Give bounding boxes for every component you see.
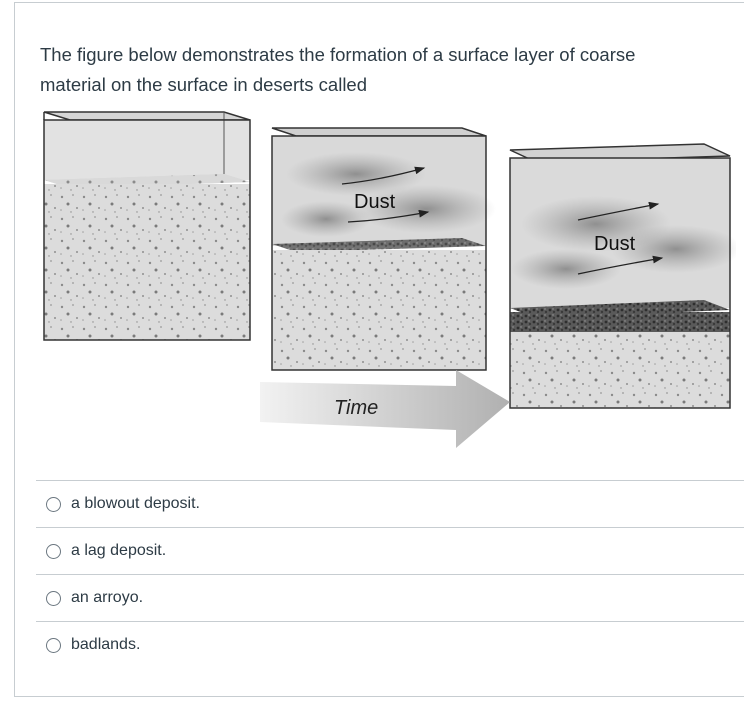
question-text: The figure below demonstrates the format… [40, 44, 636, 95]
answer-label-3: an arroyo. [71, 589, 144, 606]
panel-final: Dust [509, 143, 736, 409]
answer-label-2: a lag deposit. [71, 542, 167, 559]
time-label: Time [334, 397, 378, 419]
panel-initial [43, 111, 251, 341]
answer-option-3[interactable]: an arroyo. [36, 574, 744, 621]
answer-option-1[interactable]: a blowout deposit. [36, 480, 744, 527]
radio-button-1[interactable] [46, 496, 61, 512]
radio-button-2[interactable] [46, 543, 61, 559]
answer-option-2[interactable]: a lag deposit. [36, 527, 744, 574]
radio-button-4[interactable] [46, 637, 61, 653]
answer-label-4: badlands. [71, 636, 141, 653]
panel-middle: Dust [271, 127, 496, 371]
answer-label-1: a blowout deposit. [71, 495, 200, 512]
panel2-dust-label: Dust [354, 191, 396, 213]
answer-list: a blowout deposit. a lag deposit. an arr… [36, 480, 744, 668]
question-frame [14, 2, 744, 697]
radio-button-3[interactable] [46, 590, 61, 606]
panel3-dust-label: Dust [594, 233, 636, 255]
deflation-figure: Dust Dust Time [43, 111, 736, 448]
answer-option-4[interactable]: badlands. [36, 621, 744, 668]
time-arrow: Time [260, 370, 510, 448]
